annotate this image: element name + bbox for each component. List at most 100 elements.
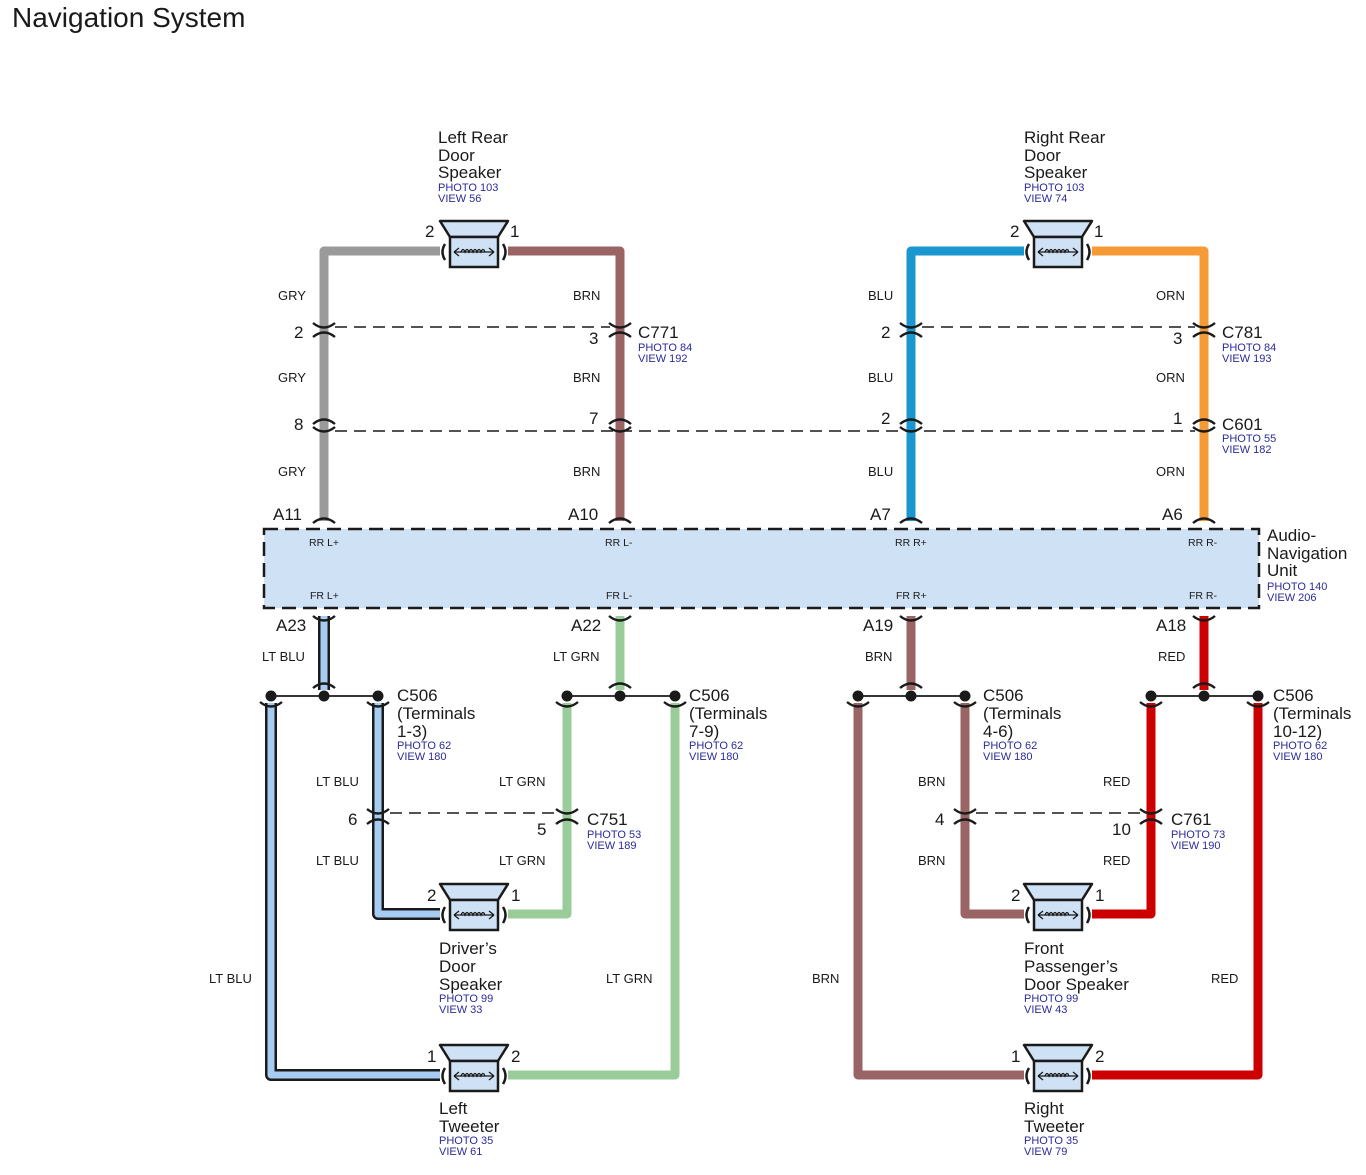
view-ref: VIEW 56 [438, 193, 481, 205]
splice-dot [1252, 690, 1264, 702]
connector-name: C601 [1222, 415, 1263, 434]
wire-color-label: BRN [573, 288, 600, 303]
photo-ref: PHOTO 103 [1024, 182, 1084, 194]
component-name: Left [439, 1099, 468, 1118]
right-rear-speaker-icon [1022, 219, 1094, 269]
component-name: Speaker [438, 163, 502, 182]
audio-navigation-unit-label: Audio- Navigation Unit PHOTO 140 VIEW 20… [273, 505, 1347, 635]
signal-label: RR L- [605, 537, 633, 549]
terminal-label: A22 [571, 616, 601, 635]
splice-dot [372, 690, 384, 702]
connector-name: C751 [587, 810, 628, 829]
splice-points [265, 690, 1264, 702]
terminal-label: A11 [273, 505, 302, 524]
terminal-label: A19 [863, 616, 893, 635]
wire-lt-grn-tweeter [508, 703, 680, 1080]
pin-number: 1 [1011, 1047, 1020, 1066]
view-ref: VIEW 74 [1024, 193, 1067, 205]
view-ref: VIEW 33 [439, 1004, 482, 1016]
view-ref: VIEW 180 [689, 751, 739, 763]
connector-bracket [899, 517, 923, 524]
connector-name: 10-12) [1273, 722, 1322, 741]
wire-color-label: GRY [278, 370, 306, 385]
connector-c506-1-3-label: C506 (Terminals 1-3) PHOTO 62 VIEW 180 [397, 686, 475, 763]
pin-number: 3 [1173, 329, 1182, 348]
wire-color-label: BRN [918, 853, 945, 868]
wire-lt-grn-door [508, 703, 572, 919]
component-name: Front [1024, 939, 1064, 958]
right-tweeter-icon [1022, 1043, 1094, 1093]
wire-red-door [1092, 703, 1156, 919]
signal-label: RR R+ [895, 537, 927, 549]
component-name: Navigation [1267, 544, 1347, 563]
wire-color-label: RED [1211, 971, 1238, 986]
left-tweeter-label: 1 2 Left Tweeter PHOTO 35 VIEW 61 [427, 1047, 520, 1158]
photo-ref: PHOTO 62 [397, 740, 451, 752]
connector-c506-4-6-label: C506 (Terminals 4-6) PHOTO 62 VIEW 180 [983, 686, 1061, 763]
connector-bracket [1139, 808, 1163, 815]
component-name: Door [439, 957, 476, 976]
photo-ref: PHOTO 103 [438, 182, 498, 194]
splice-dot [669, 690, 681, 702]
wire-color-label: BLU [868, 464, 893, 479]
connector-name: C506 [1273, 686, 1314, 705]
wire-color-label: LT GRN [553, 649, 599, 664]
signal-label: FR L+ [310, 590, 339, 602]
connector-bracket [953, 818, 977, 825]
connector-bracket [608, 517, 632, 524]
connector-bracket [312, 517, 336, 524]
connector-name: 1-3) [397, 722, 427, 741]
connector-c761-label: 4 10 C761 PHOTO 73 VIEW 190 [935, 810, 1225, 852]
connector-name: C506 [983, 686, 1024, 705]
wire-color-labels: GRY GRY GRY BRN BRN BRN BLU BLU BLU ORN … [209, 288, 1238, 986]
component-name: Unit [1267, 561, 1298, 580]
wire-color-label: ORN [1156, 370, 1185, 385]
photo-ref: PHOTO 35 [1024, 1135, 1078, 1147]
page-title: Navigation System [12, 2, 246, 33]
pin-number: 10 [1112, 820, 1131, 839]
connector-bracket [899, 331, 923, 338]
wire-color-label: LT GRN [499, 853, 545, 868]
connector-bracket [555, 808, 579, 815]
connector-bracket [1192, 426, 1216, 433]
connector-bracket [899, 418, 923, 425]
component-name: Speaker [1024, 163, 1088, 182]
left-rear-speaker-label: Left Rear Door Speaker PHOTO 103 VIEW 56… [425, 128, 519, 241]
signal-label: FR R+ [896, 590, 927, 602]
connector-bracket [366, 701, 390, 708]
connector-bracket [1192, 418, 1216, 425]
splice-dot [561, 690, 573, 702]
connector-c781-label: 2 3 C781 PHOTO 84 VIEW 193 [881, 323, 1276, 365]
pin-number: 2 [881, 409, 890, 428]
component-name: Tweeter [1024, 1117, 1085, 1136]
connector-bracket [608, 418, 632, 425]
pin-number: 2 [427, 886, 436, 905]
pin-number: 1 [510, 222, 519, 241]
drivers-speaker-label: 2 1 Driver’s Door Speaker PHOTO 99 VIEW … [427, 886, 520, 1016]
splice-dot [318, 690, 330, 702]
wire-color-label: BRN [573, 464, 600, 479]
pin-number: 2 [881, 323, 890, 342]
component-name: Left Rear [438, 128, 508, 147]
connector-bracket [312, 426, 336, 433]
connector-bracket [1139, 701, 1163, 708]
connector-bracket [846, 701, 870, 708]
wire-color-label: BRN [865, 649, 892, 664]
pin-number: 3 [589, 329, 598, 348]
pin-number: 1 [1173, 409, 1182, 428]
left-rear-speaker-icon [438, 219, 510, 269]
splice-dot [614, 690, 626, 702]
view-ref: VIEW 190 [1171, 840, 1221, 852]
connector-name: (Terminals [397, 704, 475, 723]
photo-ref: PHOTO 62 [983, 740, 1037, 752]
connector-bracket [953, 808, 977, 815]
connector-bracket [899, 426, 923, 433]
connector-bracket [663, 701, 687, 708]
connector-bracket [1192, 517, 1216, 524]
wire-brn-rear [508, 246, 625, 521]
connector-c751-label: 6 5 C751 PHOTO 53 VIEW 189 [348, 810, 641, 852]
wire-red-tweeter [1092, 703, 1263, 1080]
terminal-label: A18 [1156, 616, 1186, 635]
view-ref: VIEW 206 [1267, 592, 1317, 604]
